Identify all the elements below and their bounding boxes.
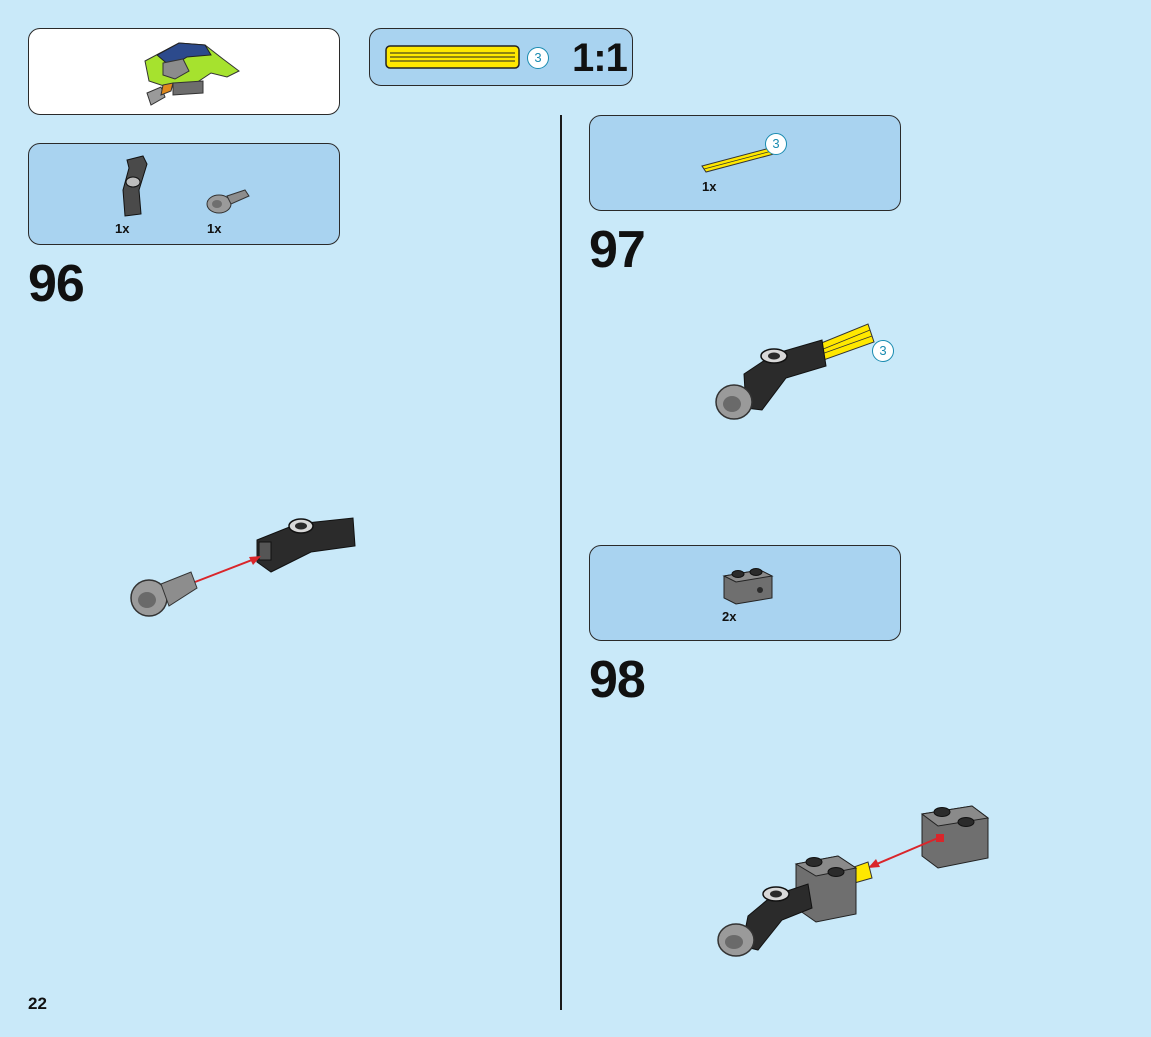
- parts-box-step-98: 2x: [589, 545, 901, 641]
- technic-brick-1x2-icon: [722, 568, 774, 605]
- axle-pin-connector-icon: [206, 189, 250, 214]
- yellow-axle-scale-icon: [385, 45, 520, 69]
- axle-length-callout: 3: [872, 340, 894, 362]
- submodel-model-icon: [144, 42, 240, 106]
- step-number-97: 97: [589, 221, 646, 279]
- step-97-assembly-illustration: [715, 323, 875, 420]
- axle-length-badge: 3: [765, 133, 787, 155]
- parts-box-step-97: 3 1x: [589, 115, 901, 211]
- angle-connector-icon: [122, 155, 148, 217]
- scale-label: 1:1: [572, 36, 628, 80]
- step-96-assembly-illustration: [130, 517, 356, 617]
- part-quantity: 1x: [702, 179, 717, 194]
- submodel-preview-box: [28, 28, 340, 115]
- scale-box: 3 1:1: [369, 28, 633, 86]
- part-quantity: 1x: [207, 221, 222, 236]
- part-quantity: 1x: [115, 221, 130, 236]
- part-quantity: 2x: [722, 609, 737, 624]
- step-number-96: 96: [28, 255, 85, 313]
- step-number-98: 98: [589, 651, 646, 709]
- column-divider: [560, 115, 562, 1010]
- step-98-assembly-illustration: [717, 805, 990, 957]
- axle-length-badge: 3: [527, 47, 549, 69]
- page-number: 22: [28, 994, 47, 1013]
- parts-box-step-96: 1x 1x: [28, 143, 340, 245]
